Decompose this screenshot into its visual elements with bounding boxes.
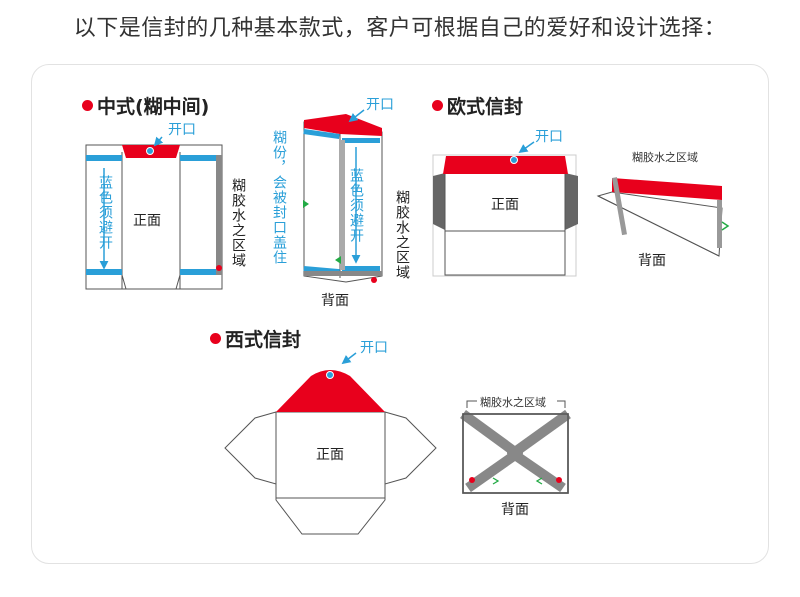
chinese-front-opening-label: 开口	[168, 122, 196, 138]
western-back-label: 背面	[501, 502, 529, 518]
european-back-flap	[612, 178, 722, 200]
red-bullet-icon	[432, 100, 443, 111]
chinese-back-blue-note: 蓝色须避开	[348, 168, 364, 243]
page-header: 以下是信封的几种基本款式，客户可根据自己的爱好和设计选择：	[73, 16, 727, 41]
chinese-front-label: 正面	[133, 213, 161, 229]
chinese-back-label: 背面	[321, 293, 349, 309]
chinese-section-title: 中式(糊中间)	[82, 92, 209, 119]
back-top-flap	[304, 114, 382, 136]
western-back-diagram	[460, 400, 571, 494]
european-front-label: 正面	[491, 197, 519, 213]
european-opening-flap	[443, 156, 568, 174]
western-front-label: 正面	[316, 447, 344, 463]
european-back-label: 背面	[638, 253, 666, 269]
chinese-back-glue-area: 糊胶水之区域	[394, 190, 410, 280]
european-front-diagram	[432, 141, 578, 277]
chinese-front-glue-area: 糊胶水之区域	[230, 178, 246, 268]
european-glue-area-label: 糊胶水之区域	[632, 150, 698, 164]
left-side-flap	[433, 173, 445, 230]
western-section-title: 西式信封	[210, 325, 301, 352]
european-back-diagram	[596, 153, 730, 257]
western-opening-flap	[276, 370, 385, 412]
blue-avoid-strip-bottom-right	[180, 269, 216, 275]
western-opening-label: 开口	[360, 340, 388, 356]
right-side-flap	[565, 173, 578, 230]
western-glue-area-label: 糊胶水之区域	[480, 395, 546, 409]
chinese-front-blue-note: 蓝色须避开	[97, 175, 113, 250]
western-front-diagram	[224, 352, 437, 535]
chinese-front-diagram	[85, 136, 223, 290]
red-bullet-icon	[210, 333, 221, 344]
blue-avoid-strip-bottom-left	[86, 269, 122, 275]
chinese-back-glue-note: 糊份，会被封口盖住	[271, 130, 287, 265]
blue-avoid-strip-top-right	[180, 155, 216, 161]
glue-strip	[216, 155, 222, 275]
european-opening-label: 开口	[535, 129, 563, 145]
red-bullet-icon	[82, 100, 93, 111]
blue-avoid-strip-top-left	[86, 155, 122, 161]
european-section-title: 欧式信封	[432, 92, 523, 119]
chinese-back-opening-label: 开口	[366, 97, 394, 113]
chinese-back-diagram	[303, 109, 383, 283]
